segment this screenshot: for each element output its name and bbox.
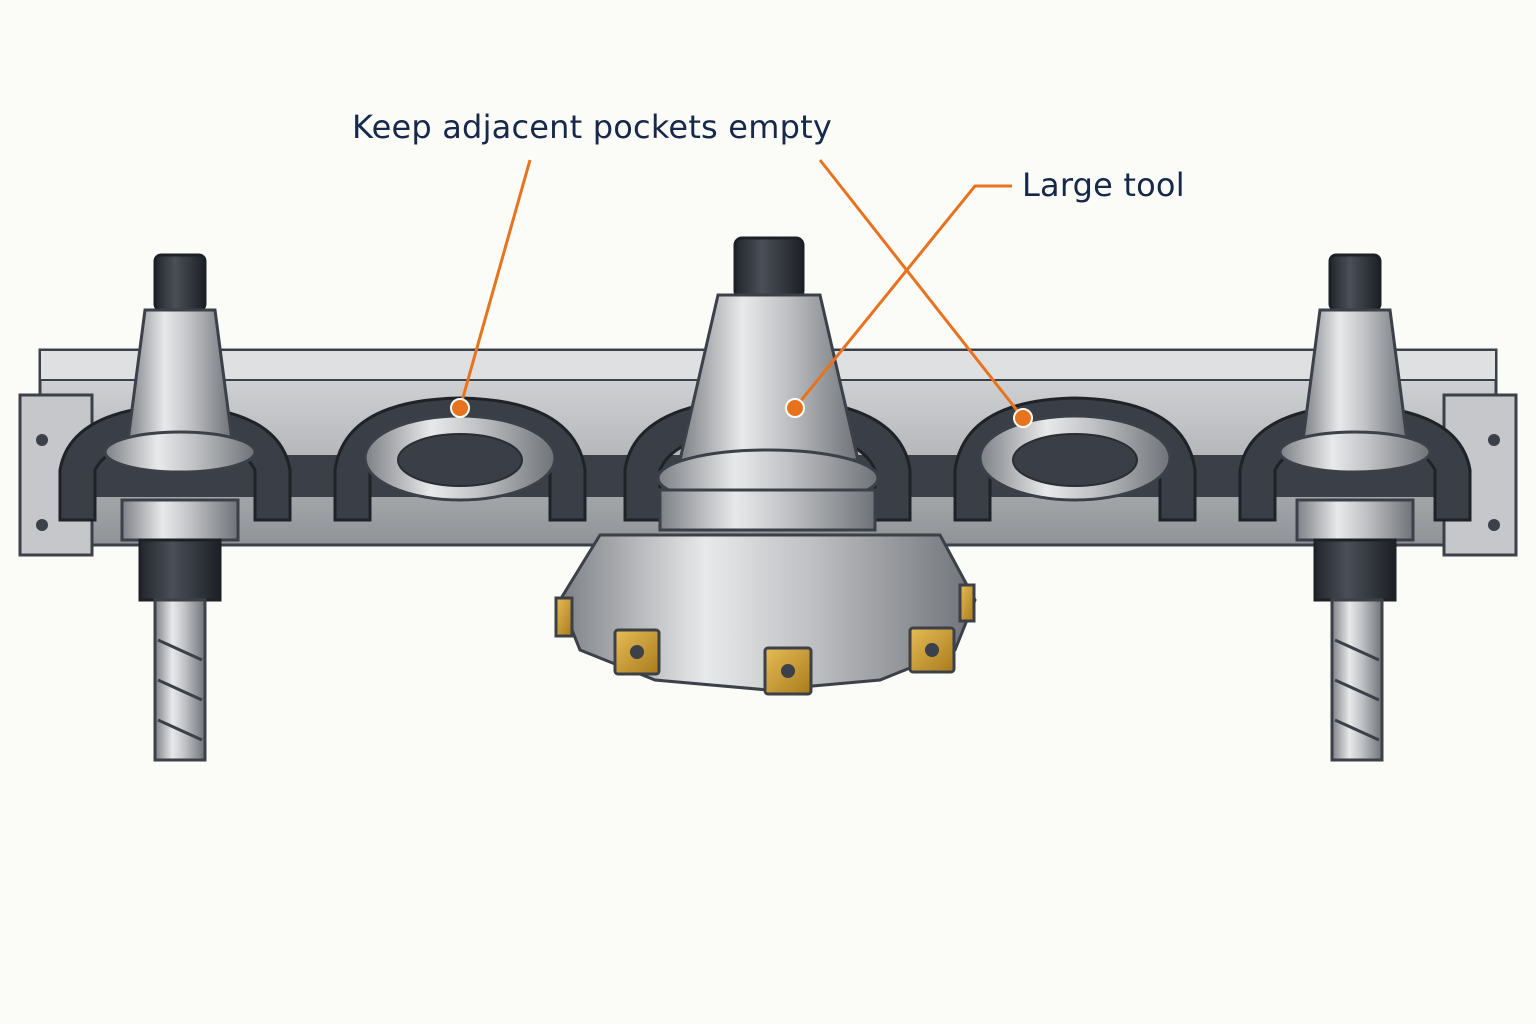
callout-label-large-tool: Large tool: [1022, 166, 1185, 204]
callout-dots: [450, 398, 1033, 428]
callout-lines: [458, 159, 1025, 419]
end-mill-icon: [103, 253, 257, 762]
end-mill-icon: [1278, 253, 1432, 762]
callout-label-adjacent-pockets: Keep adjacent pockets empty: [352, 108, 832, 146]
face-mill-icon: [554, 236, 977, 696]
